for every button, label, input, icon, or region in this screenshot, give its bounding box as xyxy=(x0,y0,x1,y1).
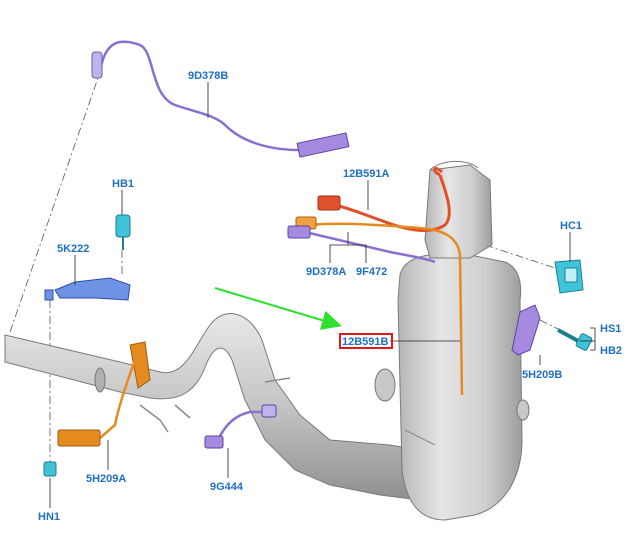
label-9f472: 9F472 xyxy=(356,266,387,278)
label-9d378b: 9D378B xyxy=(188,70,228,82)
highlight-box xyxy=(339,333,393,349)
bracket-5k222 xyxy=(44,277,131,301)
label-hc1: HC1 xyxy=(560,220,582,232)
label-hs1: HS1 xyxy=(600,323,621,335)
bracket-5h209a xyxy=(57,341,151,447)
label-12b591b: 12B591B xyxy=(342,336,389,348)
label-9g444: 9G444 xyxy=(210,481,244,493)
part-labels: 9D378B 12B591A HB1 5K222 9D378A 9F472 HC… xyxy=(38,70,622,523)
bolt-hb2 xyxy=(557,328,593,351)
harness-12b591a xyxy=(317,167,451,232)
label-hb2: HB2 xyxy=(600,345,622,357)
label-5k222: 5K222 xyxy=(57,243,89,255)
leader-lines xyxy=(49,82,596,508)
label-hn1: HN1 xyxy=(38,511,60,523)
label-hb1: HB1 xyxy=(112,178,134,190)
fastener-hn1 xyxy=(43,461,57,477)
label-9d378a: 9D378A xyxy=(306,266,346,278)
label-5h209b: 5H209B xyxy=(522,369,562,381)
harness-9d378b xyxy=(98,40,350,158)
green-arrow-icon xyxy=(214,287,342,330)
label-5h209a: 5H209A xyxy=(86,473,126,485)
bracket-5h209b xyxy=(511,304,541,356)
sensor-9g444 xyxy=(204,404,277,449)
clip-hb1 xyxy=(115,214,131,250)
pipe-clamps xyxy=(139,377,291,433)
label-12b591a: 12B591A xyxy=(343,168,390,180)
harness-9d378a xyxy=(287,225,436,264)
hc1-bracket xyxy=(554,259,584,294)
sensor-probe-top xyxy=(91,51,103,79)
dpf-canister xyxy=(374,161,530,521)
